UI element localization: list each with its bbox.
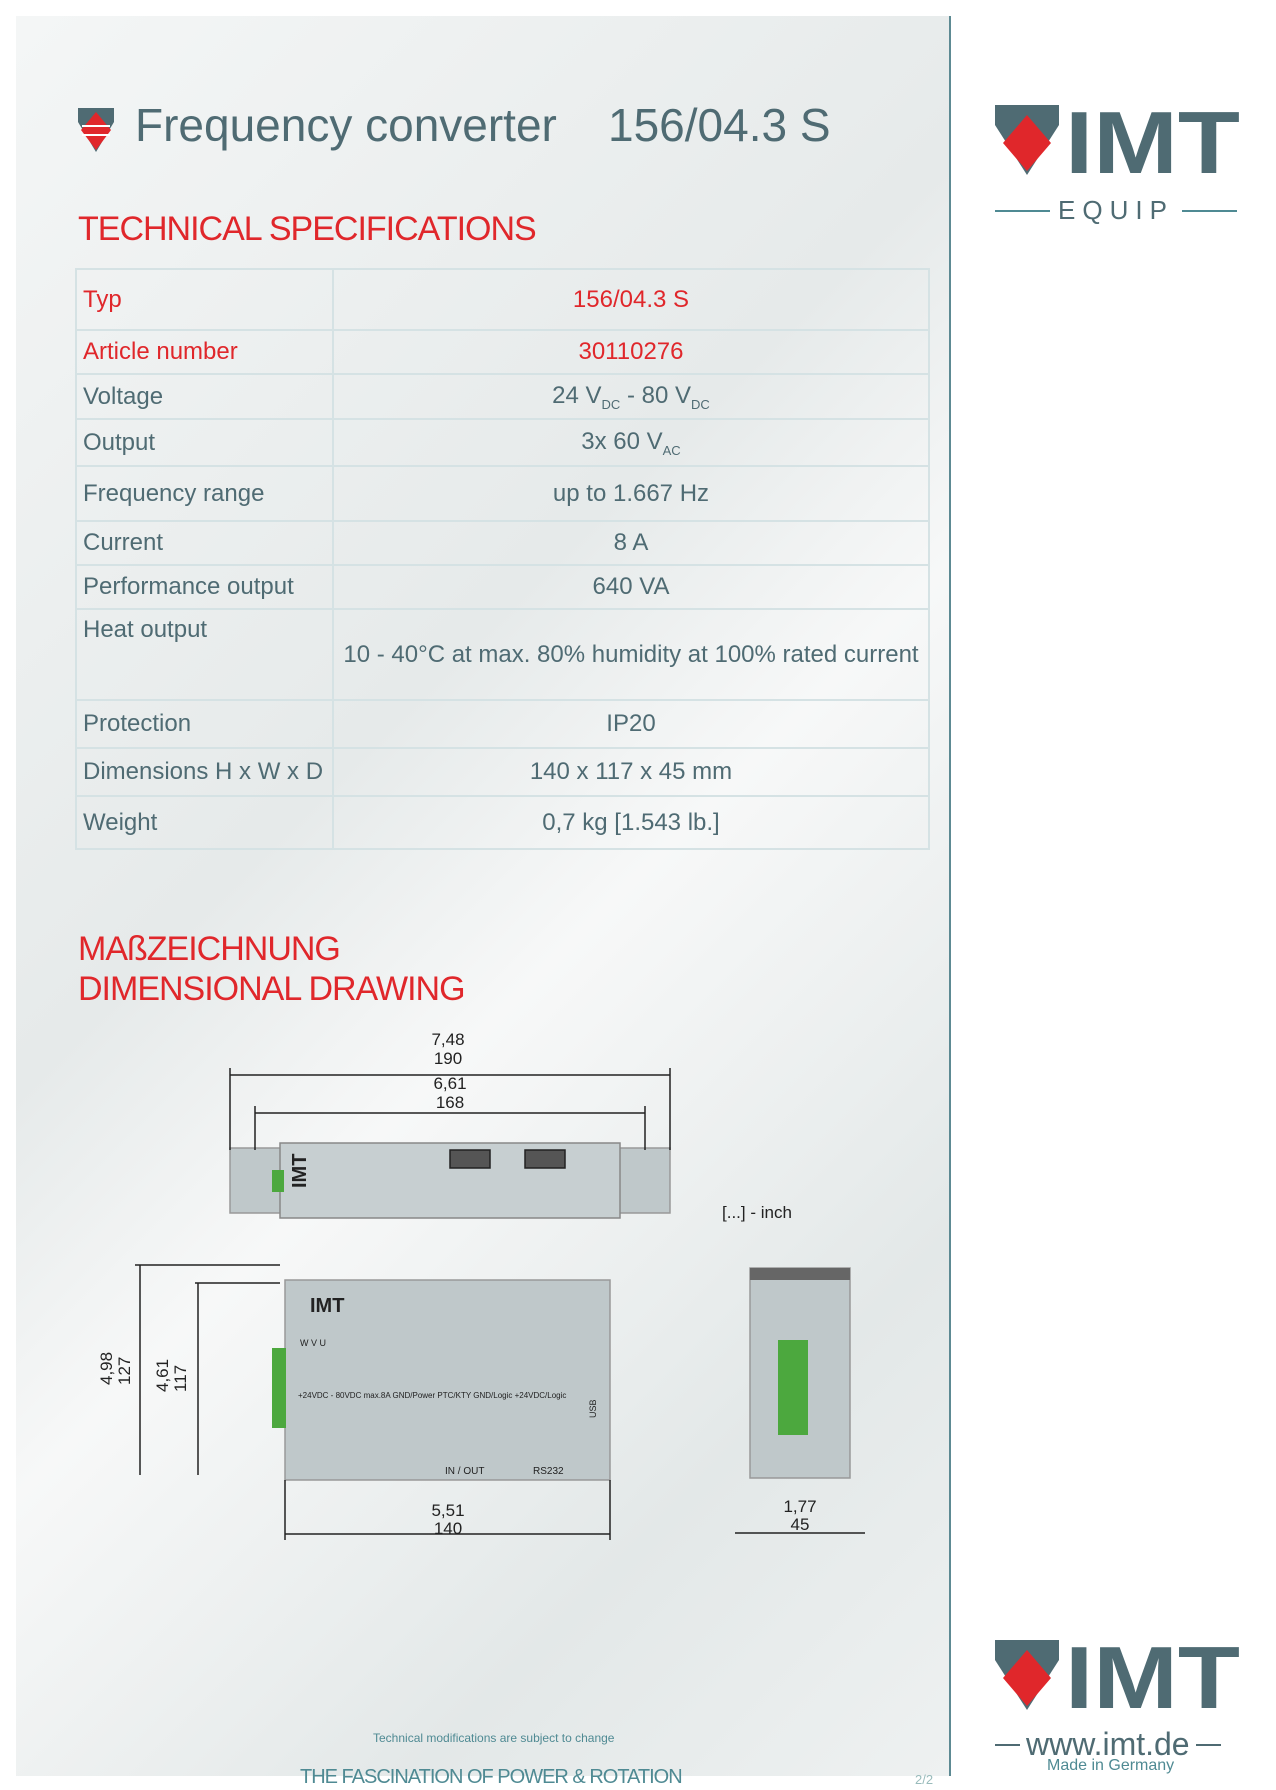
slogan: THE FASCINATION OF POWER & ROTATION (300, 1766, 683, 1788)
spec-value: 3x 60 VAC (331, 418, 931, 467)
spec-label: Frequency range (75, 465, 334, 522)
imt-logo-footer: IMT www.imt.de Made in Germany (995, 1628, 1245, 1775)
spec-value: 30110276 (331, 329, 931, 375)
svg-text:IMT: IMT (1065, 105, 1240, 180)
phase-label: W V U (300, 1338, 326, 1348)
dim-140-inch: 5,51 (431, 1501, 464, 1520)
dim-127-inch: 4,98 (97, 1352, 116, 1385)
dim-117-inch: 4,61 (153, 1359, 172, 1392)
page-title: Frequency converter (135, 99, 557, 151)
spec-label: Performance output (75, 564, 334, 610)
spec-value: 8 A (331, 520, 931, 566)
spec-label: Typ (75, 268, 334, 331)
dim-117: 117 (171, 1365, 190, 1392)
spec-value: 140 x 117 x 45 mm (331, 747, 931, 797)
spec-label: Output (75, 418, 334, 467)
dim-168-inch: 6,61 (433, 1074, 466, 1093)
terminal-label: +24VDC - 80VDC max.8A GND/Power PTC/KTY … (298, 1391, 566, 1400)
spec-label: Weight (75, 795, 334, 850)
svg-text:IMT: IMT (1065, 1640, 1240, 1715)
dim-190-inch: 7,48 (431, 1030, 464, 1049)
spec-label: Article number (75, 329, 334, 375)
spec-label: Dimensions H x W x D (75, 747, 334, 797)
dim-168: 168 (436, 1093, 464, 1112)
drawing-heading-en: DIMENSIONAL DRAWING (78, 970, 466, 1008)
dim-190: 190 (434, 1049, 462, 1068)
specs-heading: TECHNICAL SPECIFICATIONS (78, 210, 537, 248)
spec-value: 10 - 40°C at max. 80% humidity at 100% r… (331, 608, 931, 701)
brand-label: IMT (310, 1295, 344, 1317)
spec-value: 24 VDC - 80 VDC (331, 373, 931, 420)
imt-diamond-icon (78, 108, 114, 152)
dim-140: 140 (434, 1519, 462, 1538)
dim-127: 127 (115, 1357, 134, 1385)
top-view (229, 1068, 671, 1219)
unit-note: [...] - inch (722, 1203, 792, 1222)
rs232-label: RS232 (533, 1466, 564, 1477)
page-number: 2/2 (915, 1772, 934, 1787)
drawing-heading-de: MAßZEICHNUNG (78, 930, 341, 968)
spec-value: IP20 (331, 699, 931, 749)
dim-45-inch: 1,77 (783, 1497, 816, 1516)
change-note: Technical modifications are subject to c… (373, 1731, 615, 1745)
spec-label: Current (75, 520, 334, 566)
spec-value: up to 1.667 Hz (331, 465, 931, 522)
spec-label: Protection (75, 699, 334, 749)
model-number: 156/04.3 S (608, 99, 831, 151)
usb-label: USB (588, 1399, 598, 1418)
spec-label: Voltage (75, 373, 334, 420)
spec-value: 640 VA (331, 564, 931, 610)
dim-45: 45 (791, 1515, 810, 1534)
imt-equip-logo: IMT EQUIP (995, 93, 1245, 226)
side-view (735, 1267, 865, 1534)
spec-value: 0,7 kg [1.543 lb.] (331, 795, 931, 850)
in-out-label: IN / OUT (445, 1466, 484, 1477)
made-in-germany: Made in Germany (1047, 1757, 1175, 1774)
front-view (135, 1264, 611, 1540)
spec-label: Heat output (75, 608, 334, 701)
logo-sub: EQUIP (1058, 195, 1174, 225)
website-link[interactable]: www.imt.de (1026, 1726, 1190, 1762)
dimensional-drawing: IMT 7,48 190 6,61 168 [...] - inch IMT W… (97, 1030, 865, 1540)
brand-label: IMT (289, 1154, 311, 1188)
spec-value: 156/04.3 S (331, 268, 931, 331)
